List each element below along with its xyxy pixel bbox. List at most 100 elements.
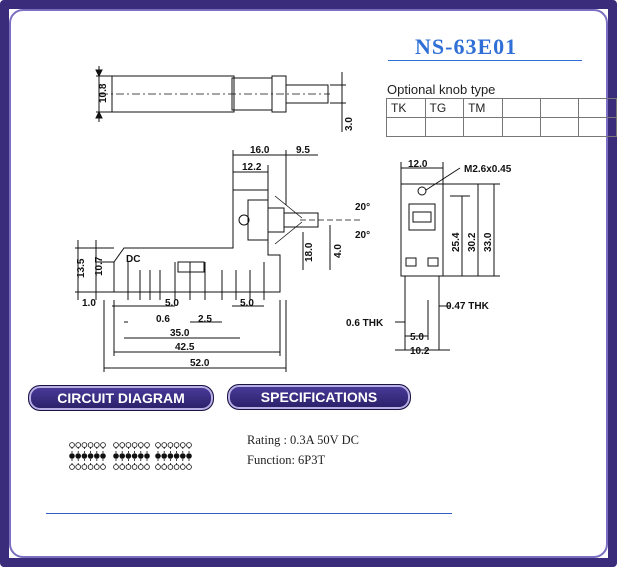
dim-13-5: 13.5: [76, 258, 87, 278]
switch-contact: [131, 442, 138, 448]
switch-contact: [125, 442, 132, 448]
switch-contact: [119, 464, 125, 470]
switch-contact: [173, 442, 180, 448]
switch-contact: [113, 442, 119, 448]
switch-contact: [173, 464, 180, 470]
switch-contact: [186, 442, 192, 448]
dim-4-0: 4.0: [333, 244, 344, 258]
common-contact: [180, 453, 186, 459]
bottom-divider: [46, 513, 452, 514]
switch-contact: [81, 442, 88, 448]
side-view: [75, 150, 360, 372]
switch-contact: [138, 442, 144, 448]
title-underline: [388, 60, 582, 61]
switch-contact: [94, 464, 100, 470]
common-contact: [144, 453, 150, 459]
top-view: [95, 66, 346, 132]
switch-contact: [138, 464, 144, 470]
circuit-diagram: [69, 442, 192, 470]
knob-type-table: TK TG TM: [386, 98, 617, 137]
dim-1-0: 1.0: [82, 298, 96, 309]
switch-contact: [94, 442, 100, 448]
common-contact: [155, 453, 161, 459]
dim-12-0: 12.0: [408, 159, 428, 170]
switch-contact: [75, 442, 81, 448]
switch-contact: [87, 464, 94, 470]
switch-contact: [75, 464, 81, 470]
end-view: [395, 162, 500, 351]
knob-type-cell-empty: [577, 117, 617, 137]
switch-contact: [161, 464, 168, 470]
switch-contact: [180, 442, 186, 448]
label-dc: DC: [126, 254, 140, 265]
dim-10-2: 10.2: [410, 346, 430, 357]
common-contact: [167, 453, 174, 459]
knob-type-label: Optional knob type: [387, 82, 496, 97]
part-number-title: NS-63E01: [415, 34, 518, 59]
switch-contact: [167, 442, 174, 448]
dim-33-0: 33.0: [483, 232, 494, 252]
dim-20-top: 20°: [355, 202, 370, 213]
knob-type-cell: TK: [386, 98, 426, 118]
dim-5-0-right: 5.0: [240, 298, 254, 309]
switch-contact: [155, 464, 161, 470]
common-contact: [69, 453, 75, 459]
common-contact: [75, 453, 81, 459]
common-contact: [94, 453, 100, 459]
switch-contact: [119, 442, 125, 448]
common-contact: [125, 453, 132, 459]
spec-rating: Rating : 0.3A 50V DC: [247, 433, 359, 447]
common-contact: [138, 453, 144, 459]
switch-contact: [100, 442, 106, 448]
dim-30-2: 30.2: [467, 232, 478, 252]
common-contact: [81, 453, 88, 459]
common-contact: [113, 453, 119, 459]
common-contact: [186, 453, 192, 459]
dim-2-5: 2.5: [198, 314, 212, 325]
switch-contact: [69, 442, 75, 448]
dim-0-6-thk: 0.6 THK: [346, 318, 384, 329]
dim-10-8: 10.8: [98, 83, 109, 103]
dim-20-bot: 20°: [355, 230, 370, 241]
switch-contact: [125, 464, 132, 470]
circuit-diagram-heading: CIRCUIT DIAGRAM: [28, 385, 214, 411]
switch-contact: [167, 464, 174, 470]
dim-5-0-end: 5.0: [410, 332, 424, 343]
switch-contact: [87, 442, 94, 448]
common-contact: [173, 453, 180, 459]
dim-0-6: 0.6: [156, 314, 170, 325]
dim-52-0: 52.0: [190, 358, 210, 369]
switch-contact: [100, 464, 106, 470]
switch-contact: [69, 464, 75, 470]
dim-25-4: 25.4: [451, 232, 462, 252]
dim-42-5: 42.5: [175, 342, 195, 353]
spec-function: Function: 6P3T: [247, 453, 326, 467]
specifications-heading: SPECIFICATIONS: [227, 384, 411, 410]
dim-0-47-thk: 0.47 THK: [446, 301, 490, 312]
dim-16-0: 16.0: [250, 145, 270, 156]
switch-contact: [180, 464, 186, 470]
common-contact: [100, 453, 106, 459]
knob-type-cell: TM: [463, 98, 503, 118]
switch-contact: [155, 442, 161, 448]
common-contact: [161, 453, 168, 459]
common-contact: [131, 453, 138, 459]
dim-3-0: 3.0: [344, 117, 355, 131]
common-contact: [119, 453, 125, 459]
dim-5-0-left: 5.0: [165, 298, 179, 309]
switch-contact: [81, 464, 88, 470]
dim-m26: M2.6x0.45: [464, 164, 512, 175]
switch-contact: [144, 442, 150, 448]
dim-10-7: 10.7: [94, 256, 105, 276]
switch-contact: [113, 464, 119, 470]
switch-contact: [131, 464, 138, 470]
switch-contact: [144, 464, 150, 470]
dim-35-0: 35.0: [170, 328, 190, 339]
dim-9-5: 9.5: [296, 145, 310, 156]
dim-12-2: 12.2: [242, 162, 262, 173]
common-contact: [87, 453, 94, 459]
dim-18-0: 18.0: [304, 242, 315, 262]
switch-contact: [161, 442, 168, 448]
switch-contact: [186, 464, 192, 470]
